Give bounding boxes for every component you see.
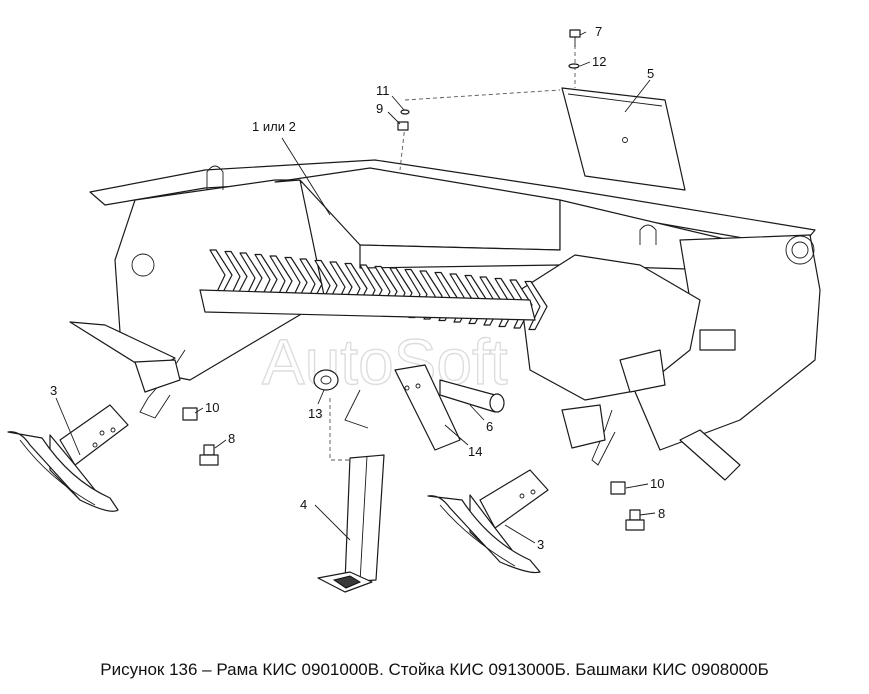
callout-3-left: 3 [50,383,57,398]
shank-4 [317,454,385,593]
pin-6 [439,379,505,413]
shank-bracket-14 [344,364,461,451]
washer-13 [313,369,339,391]
part-5-plate [561,87,686,191]
callout-5: 5 [647,66,654,81]
callout-6: 6 [486,419,493,434]
watermark-text: AutoSoft [262,326,508,398]
bolt-7 [569,29,581,47]
frame-body [69,159,821,481]
left-chain-assembly [134,349,186,419]
assembly-path-4 [329,398,350,461]
callout-3-right: 3 [537,537,544,552]
callout-7: 7 [595,24,602,39]
figure-caption: Рисунок 136 – Рама КИС 0901000В. Стойка … [100,660,769,679]
callout-14: 14 [468,444,482,459]
tine-row [209,249,548,331]
nut-10-right [610,481,626,495]
callout-8-left: 8 [228,431,235,446]
callout-4: 4 [300,497,307,512]
tine-bar [199,289,536,321]
callout-8-right: 8 [658,506,665,521]
callout-1-or-2: 1 или 2 [252,119,296,134]
callout-9: 9 [376,101,383,116]
leader-lines [55,31,656,544]
nut-10-left [182,407,198,421]
assembly-path-9 [399,89,561,171]
exploded-assembly-drawing: AutoSoft [7,24,821,593]
callout-10-left: 10 [205,400,219,415]
bolt-8-right [625,509,645,531]
nut-9 [397,121,409,131]
shoe-3-left [7,404,129,512]
callout-12: 12 [592,54,606,69]
right-chain-assembly [561,404,616,466]
washer-12 [568,63,580,69]
shoe-3-right [427,469,549,574]
washer-11 [400,109,410,115]
callout-10-right: 10 [650,476,664,491]
callout-13: 13 [308,406,322,421]
bolt-8-left [199,444,219,466]
tine [524,280,548,331]
callout-11: 11 [376,83,390,98]
